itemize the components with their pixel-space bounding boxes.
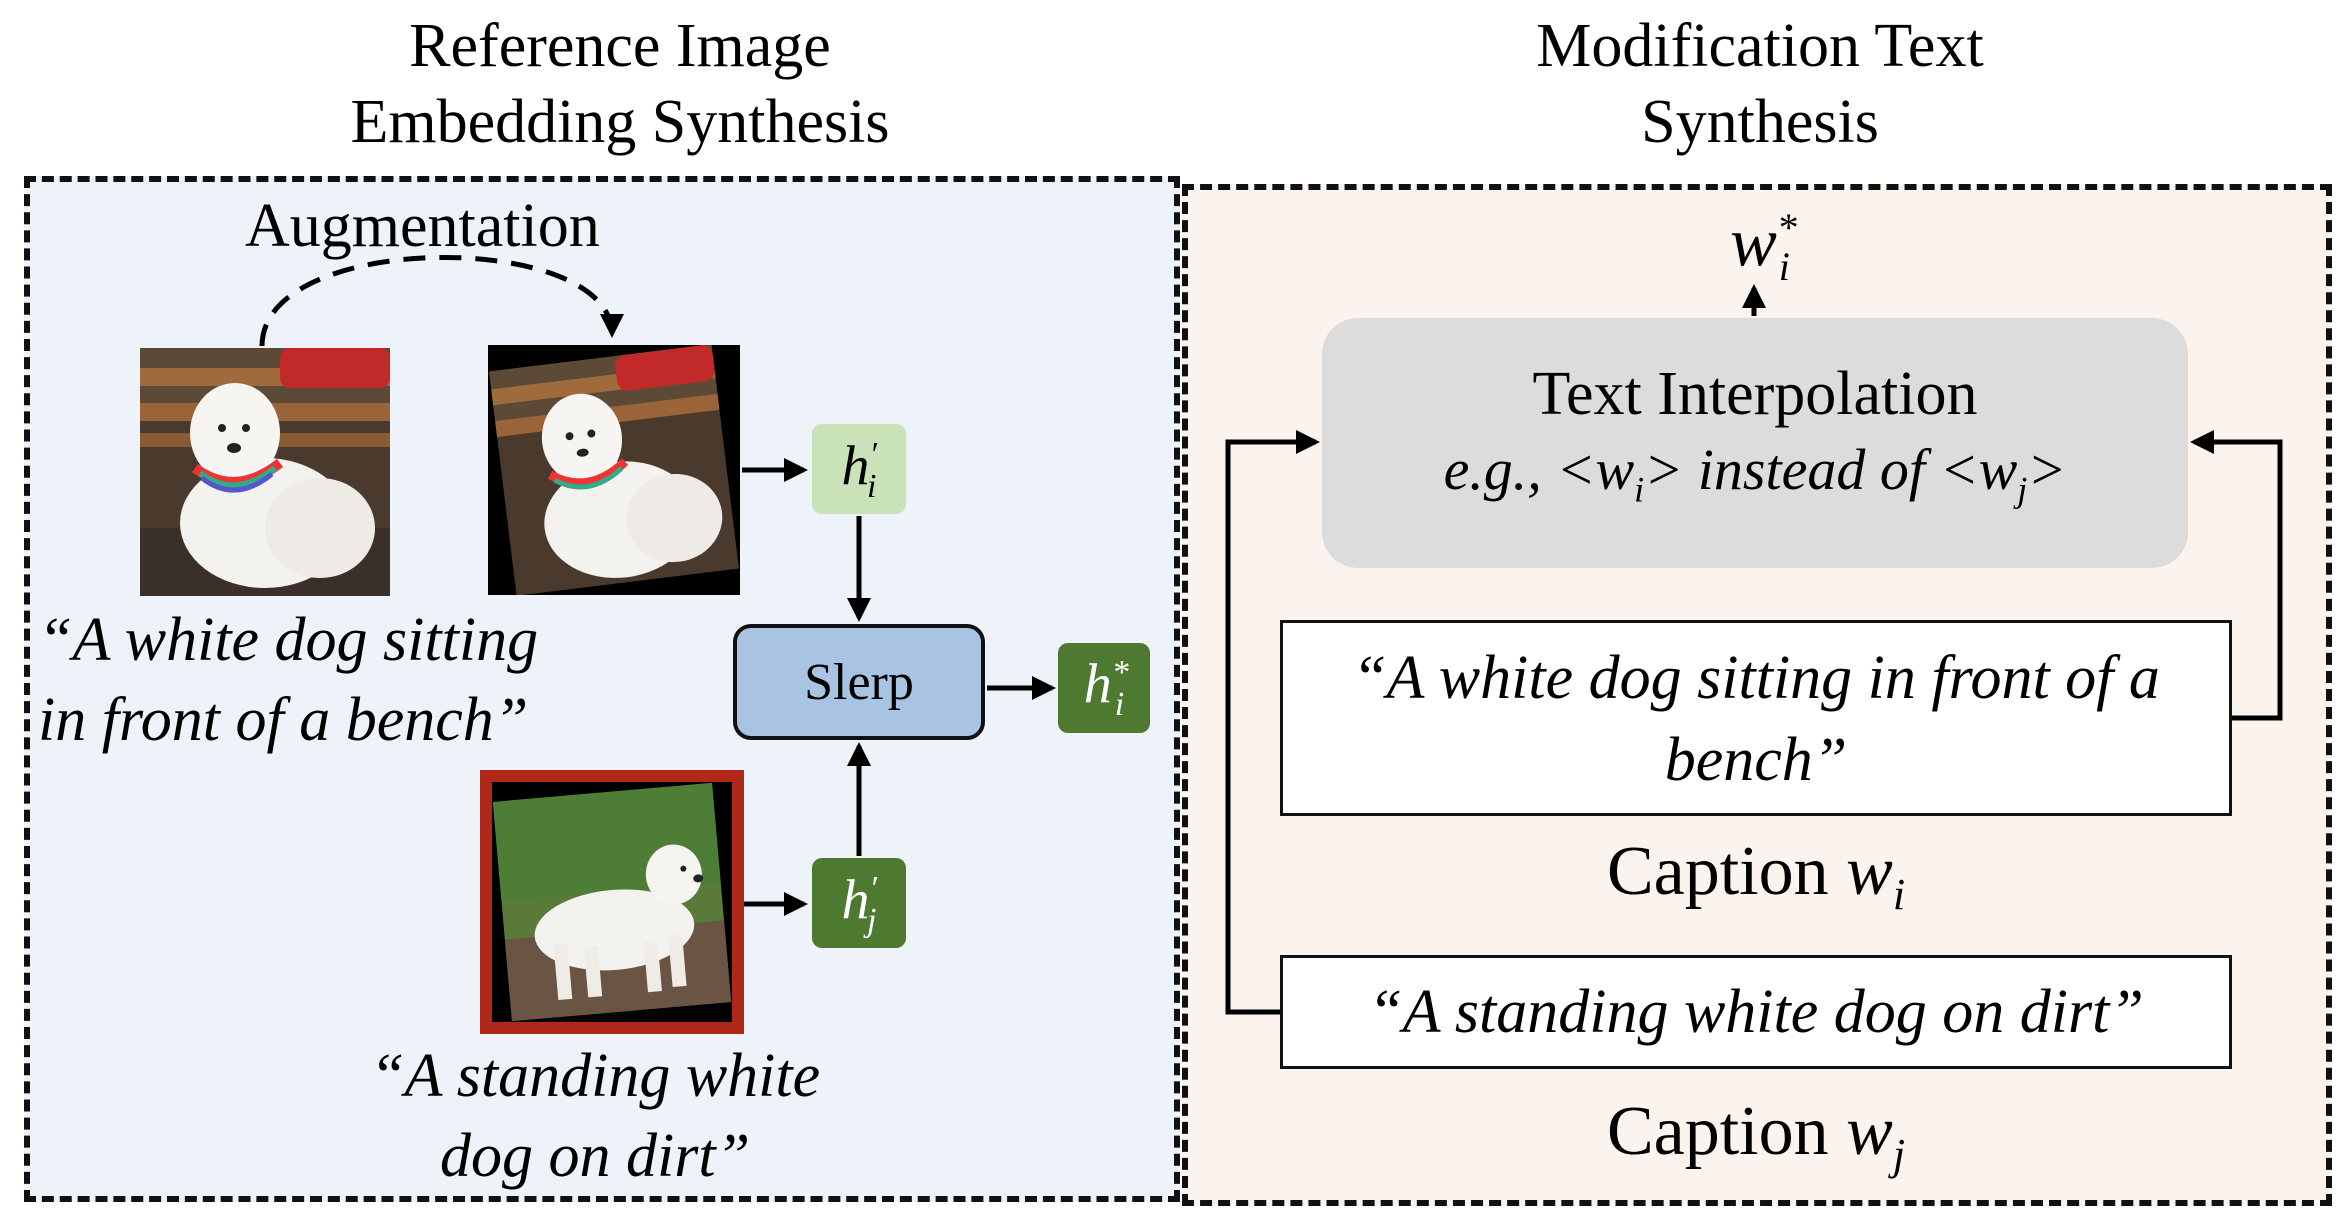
left-heading-line2: Embedding Synthesis [350,88,890,156]
slerp-label: Slerp [804,653,914,711]
slerp-box: Slerp [733,624,985,740]
h-i-star-sub: i [1114,685,1125,723]
caption-j-label-sub: j [1892,1130,1906,1179]
interp-suffix: > [2027,437,2067,502]
h-j-prime-sup: ′ [869,870,877,907]
caption-i-box-line2: bench” [1664,726,1848,794]
interp-sub2: j [2017,469,2028,510]
text-interpolation-example: e.g., <wi> instead of <wj> [1322,430,2188,530]
caption-j-line1: “A standing white [370,1042,821,1110]
left-panel-heading: Reference Image Embedding Synthesis [160,8,1080,160]
h-i-star-box [1058,643,1150,733]
caption-i-label-prefix: Caption [1606,833,1847,910]
interp-mid: > instead of <w [1644,437,2018,502]
h-j-prime-base: h [841,869,870,932]
h-i-star-sup: * [1111,654,1129,691]
arrow-caption-j-to-interp [1225,430,1320,1015]
interp-sub1: i [1634,469,1645,510]
h-j-prime-sub: j [866,901,877,939]
augmentation-label: Augmentation [245,192,600,260]
text-interpolation-box: Text Interpolation e.g., <wi> instead of… [1322,318,2188,568]
h-i-prime-box [812,424,906,514]
arrow-caption-i-to-interp [2190,430,2283,721]
caption-i-box-line1: “A white dog sitting in front of a [1352,644,2160,712]
caption-i-label-var: w [1846,833,1893,910]
right-panel-heading: Modification Text Synthesis [1300,8,2220,160]
caption-i-label-sub: i [1892,870,1906,919]
caption-i-line2: in front of a bench” [38,686,529,754]
right-heading-line2: Synthesis [1641,88,1879,156]
caption-j-box-text: “A standing white dog on dirt” [1368,978,2144,1046]
caption-i-label: Caption wi [1280,832,2232,935]
caption-j-label: Caption wj [1280,1092,2232,1195]
w-i-star-sup: * [1776,205,1797,250]
h-i-star-label: h*i [1058,656,1150,722]
interp-prefix: e.g., <w [1443,437,1635,502]
caption-i-quote: “A white dog sitting in front of a bench… [38,600,538,760]
caption-j-box: “A standing white dog on dirt” [1280,955,2232,1069]
right-heading-line1: Modification Text [1536,12,1984,80]
h-i-prime-sub: i [866,467,877,505]
left-heading-line1: Reference Image [409,12,831,80]
caption-i-box: “A white dog sitting in front of a bench… [1280,620,2232,816]
h-j-prime-box [812,858,906,948]
w-i-star-sub: i [1778,244,1790,290]
text-interpolation-title: Text Interpolation [1532,360,1978,428]
h-i-prime-sup: ′ [869,436,877,473]
augmentation-arrow [259,255,624,347]
w-i-star-label: w*i [1700,208,1820,287]
h-i-star-base: h [1083,653,1112,716]
reference-dog-image [140,348,390,596]
w-i-star-base: w [1730,204,1777,282]
h-i-prime-label: h′i [812,438,906,504]
caption-j-line2: dog on dirt” [440,1122,751,1190]
caption-j-quote: “A standing white dog on dirt” [370,1036,820,1196]
augmented-dog-image [488,345,740,595]
h-i-prime-base: h [841,435,870,498]
caption-j-label-prefix: Caption [1606,1093,1847,1170]
caption-j-label-var: w [1846,1093,1893,1170]
target-dog-image [480,770,744,1034]
caption-i-line1: “A white dog sitting [38,606,539,674]
h-j-prime-label: h′j [812,872,906,938]
